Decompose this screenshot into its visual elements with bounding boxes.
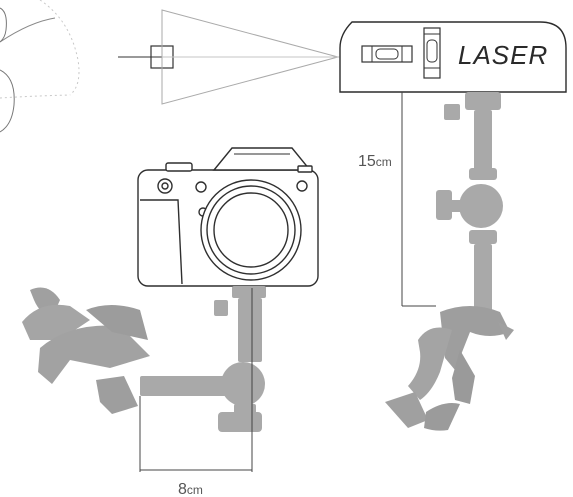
height-dimension-label: 15cm (358, 153, 392, 170)
width-dimension-label: 8cm (178, 481, 203, 497)
partial-sketch-left (0, 0, 80, 133)
right-magic-arm-clamp (385, 92, 514, 431)
crosshair-icon (118, 10, 212, 102)
laser-level-icon: LASER (339, 21, 567, 93)
height-dimension: 15cm (358, 92, 436, 307)
bubble-vial-vertical-icon (423, 27, 441, 79)
bubble-vial-horizontal-icon (361, 45, 413, 63)
width-dimension: 8cm (139, 288, 253, 497)
left-magic-arm-clamp (22, 286, 266, 432)
laser-label: LASER (458, 40, 548, 70)
laser-beam-cone (161, 9, 340, 105)
camera-icon (137, 147, 319, 287)
